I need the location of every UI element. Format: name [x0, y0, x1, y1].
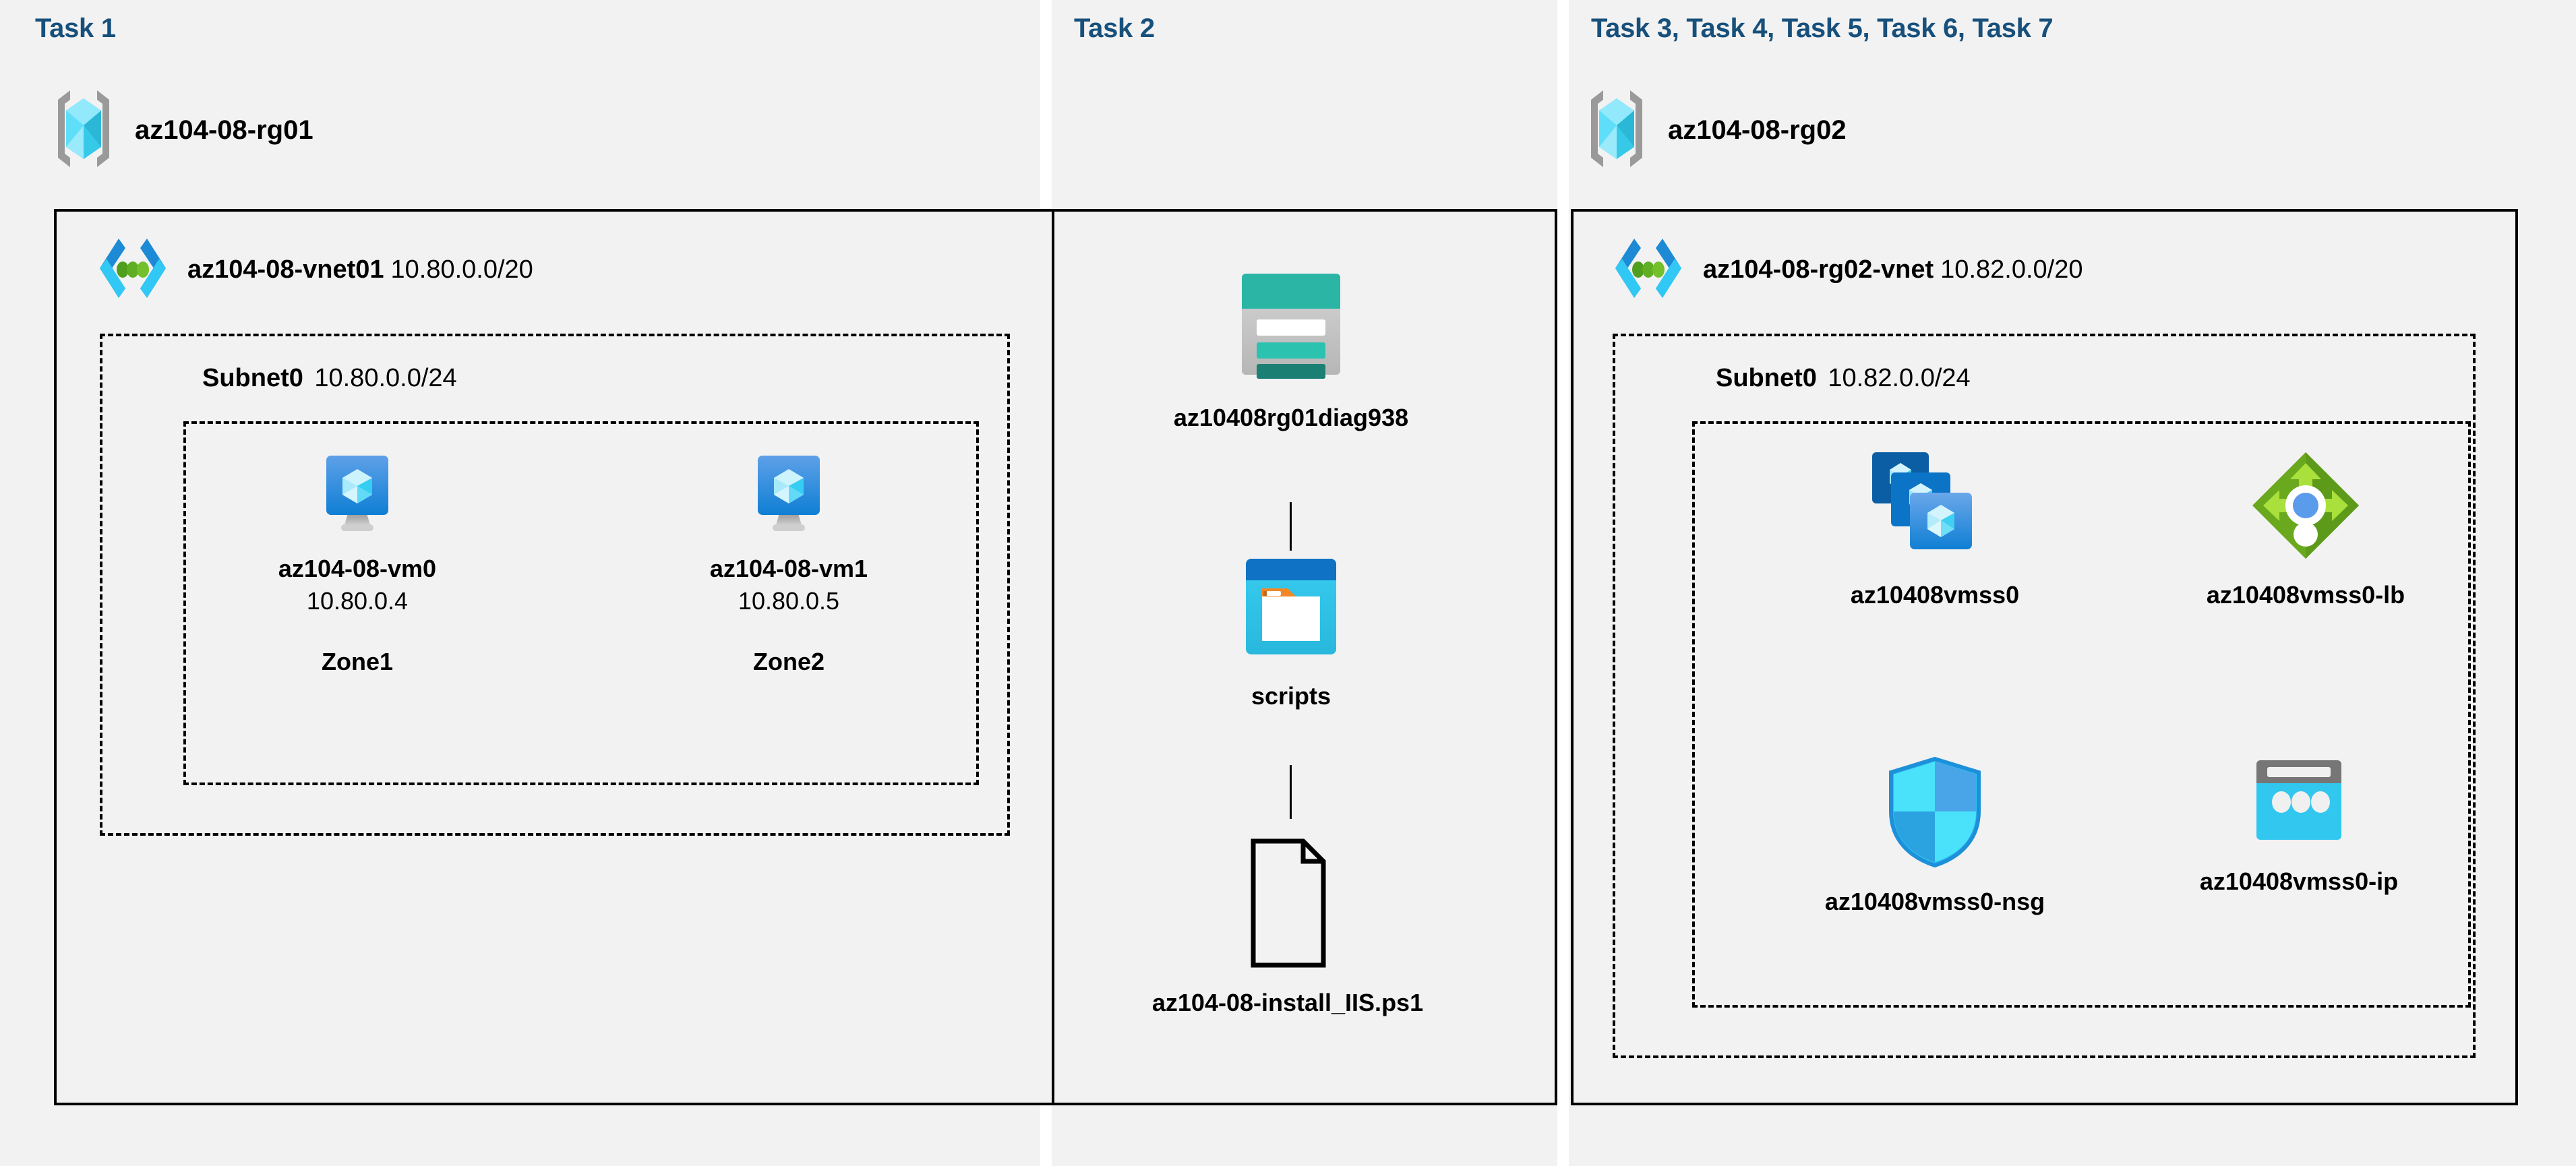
vnet-cidr-2: 10.82.0.0/20: [1940, 255, 2083, 284]
storage-account-label: az10408rg01diag938: [1173, 404, 1409, 431]
subnet-name-1: Subnet0: [202, 364, 303, 392]
virtual-network-icon: [1611, 236, 1685, 304]
task-header-1: Task 1: [35, 13, 116, 43]
subnet-cidr-1: 10.80.0.0/24: [314, 364, 457, 392]
network-security-group-node: az10408vmss0-nsg: [1766, 755, 2103, 916]
vm-zone-1: Zone2: [752, 648, 825, 675]
load-balancer-icon: [2248, 448, 2363, 566]
subnet-container-1: [100, 334, 1010, 836]
subnet-heading-2: Subnet0 10.82.0.0/24: [1716, 364, 1971, 393]
connector-storage-to-container: [1290, 502, 1292, 551]
virtual-machine-icon: [744, 452, 833, 540]
vm-name-0: az104-08-vm0: [278, 555, 437, 582]
vnet-cidr-1: 10.80.0.0/20: [390, 255, 533, 284]
vnet-name-2: az104-08-rg02-vnet: [1703, 255, 1934, 284]
task2-container-right-edge: [1555, 209, 1557, 1105]
network-security-group-label: az10408vmss0-nsg: [1824, 888, 2045, 915]
subnet-name-2: Subnet0: [1716, 364, 1817, 392]
resource-group-row-1: az104-08-rg01: [53, 88, 313, 173]
resource-group-label-1: az104-08-rg01: [135, 115, 313, 145]
resource-container-2: [1692, 421, 2471, 1008]
script-file-node: az104-08-install_IIS.ps1: [1079, 836, 1497, 1017]
vm-zone-0: Zone1: [321, 648, 393, 675]
connector-container-to-script: [1290, 765, 1292, 819]
public-ip-address-node: az10408vmss0-ip: [2144, 755, 2454, 896]
load-balancer-node: az10408vmss0-lb: [2144, 448, 2467, 609]
vm-ip-1: 10.80.0.5: [738, 587, 840, 615]
vm-node-1: az104-08-vm1 10.80.0.5 Zone2: [681, 452, 897, 676]
vm-node-0: az104-08-vm0 10.80.0.4 Zone1: [249, 452, 465, 676]
subnet-cidr-2: 10.82.0.0/24: [1828, 364, 1971, 392]
resource-group-label-2: az104-08-rg02: [1668, 115, 1847, 145]
file-document-icon: [1245, 836, 1330, 974]
resource-group-row-2: az104-08-rg02: [1586, 88, 1847, 173]
resource-group-icon: [53, 88, 115, 173]
task-header-2: Task 2: [1074, 13, 1155, 43]
load-balancer-label: az10408vmss0-lb: [2206, 581, 2405, 609]
resource-group-icon: [1586, 88, 1648, 173]
blob-container-node: scripts: [1173, 549, 1409, 710]
vm-name-1: az104-08-vm1: [709, 555, 868, 582]
virtual-network-icon: [96, 236, 170, 304]
storage-account-icon: [1230, 263, 1352, 389]
task2-container-left-edge: [1052, 209, 1054, 1105]
storage-account-node: az10408rg01diag938: [1139, 263, 1443, 432]
blob-container-label: scripts: [1251, 682, 1331, 710]
blob-container-icon: [1234, 549, 1348, 667]
script-file-label: az104-08-install_IIS.ps1: [1151, 989, 1424, 1016]
task-header-3: Task 3, Task 4, Task 5, Task 6, Task 7: [1591, 13, 2054, 43]
virtual-machine-icon: [313, 452, 402, 540]
network-security-group-icon: [1884, 755, 1985, 873]
vm-scale-set-icon: [1871, 448, 1999, 566]
public-ip-address-icon: [2248, 755, 2349, 853]
zone-container-1: [183, 421, 979, 785]
vnet-container-2: [1571, 209, 2518, 1105]
vm-ip-0: 10.80.0.4: [306, 587, 409, 615]
vm-scale-set-node: az10408vmss0: [1773, 448, 2097, 609]
public-ip-address-label: az10408vmss0-ip: [2199, 867, 2399, 895]
subnet-container-2: [1613, 334, 2476, 1058]
vnet-name-1: az104-08-vnet01: [187, 255, 384, 284]
vm-scale-set-label: az10408vmss0: [1850, 581, 2020, 609]
subnet-heading-1: Subnet0 10.80.0.0/24: [202, 364, 457, 393]
